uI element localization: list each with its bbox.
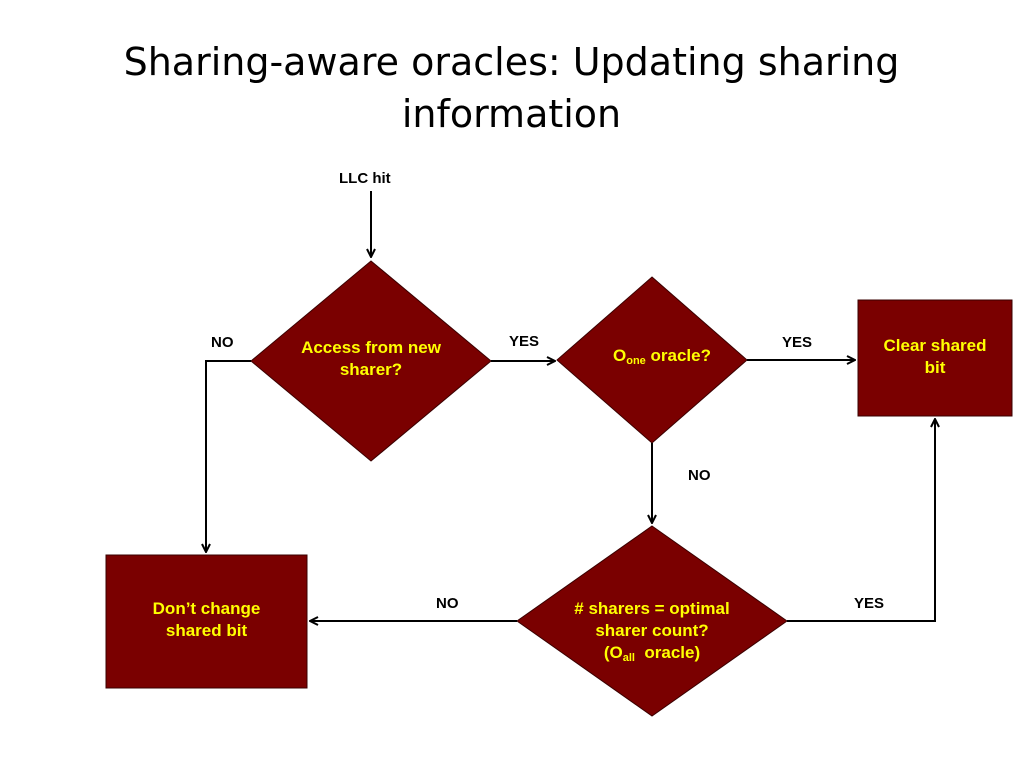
sharers-no-label: NO [436,595,459,612]
sharers-decision-text: # sharers = optimal sharer count? (Oall … [532,598,772,664]
title-line-2: information [401,92,622,136]
access-yes-label: YES [509,333,540,350]
access-decision-diamond [250,260,492,462]
oone-text-prefix: O [613,346,627,365]
sharers-text-line-2: sharer count? [595,621,709,640]
sharers-decision-diamond [516,525,788,717]
sharers-text-line-1: # sharers = optimal [574,599,730,618]
dont-change-box [105,554,308,689]
dont-text-line-2: shared bit [165,621,248,640]
llc-hit-label: LLC hit [339,170,391,187]
clear-text-line-2: bit [924,358,946,377]
sharers-text-line-3-prefix: (O [603,643,623,662]
arrow-sharers-yes [787,419,935,622]
oone-text-suffix: oracle? [645,346,711,365]
page-title: Sharing-aware oracles: Updating sharing … [0,36,1023,140]
access-text-line-2: sharer? [339,360,403,379]
clear-shared-bit-text: Clear shared bit [858,335,1012,379]
oone-no-label: NO [688,467,711,484]
access-text-line-1: Access from new [301,338,441,357]
arrow-access-no [206,360,251,552]
sharers-yes-label: YES [854,595,885,612]
title-line-1: Sharing-aware oracles: Updating sharing [123,40,900,84]
dont-change-text: Don’t change shared bit [106,598,307,642]
oone-text-subscript: one [626,355,646,367]
sharers-text-line-3-suffix: oracle) [634,643,701,662]
clear-shared-bit-box [857,299,1013,417]
dont-text-line-1: Don’t change [152,599,261,618]
oone-decision-text: Oone oracle? [582,345,742,367]
access-decision-text: Access from new sharer? [271,337,471,381]
sharers-text-line-3-subscript: all [622,652,635,664]
oone-yes-label: YES [782,334,813,351]
clear-text-line-1: Clear shared [883,336,987,355]
access-no-label: NO [211,334,234,351]
sharers-text-line-3: (Oall oracle) [532,642,772,664]
